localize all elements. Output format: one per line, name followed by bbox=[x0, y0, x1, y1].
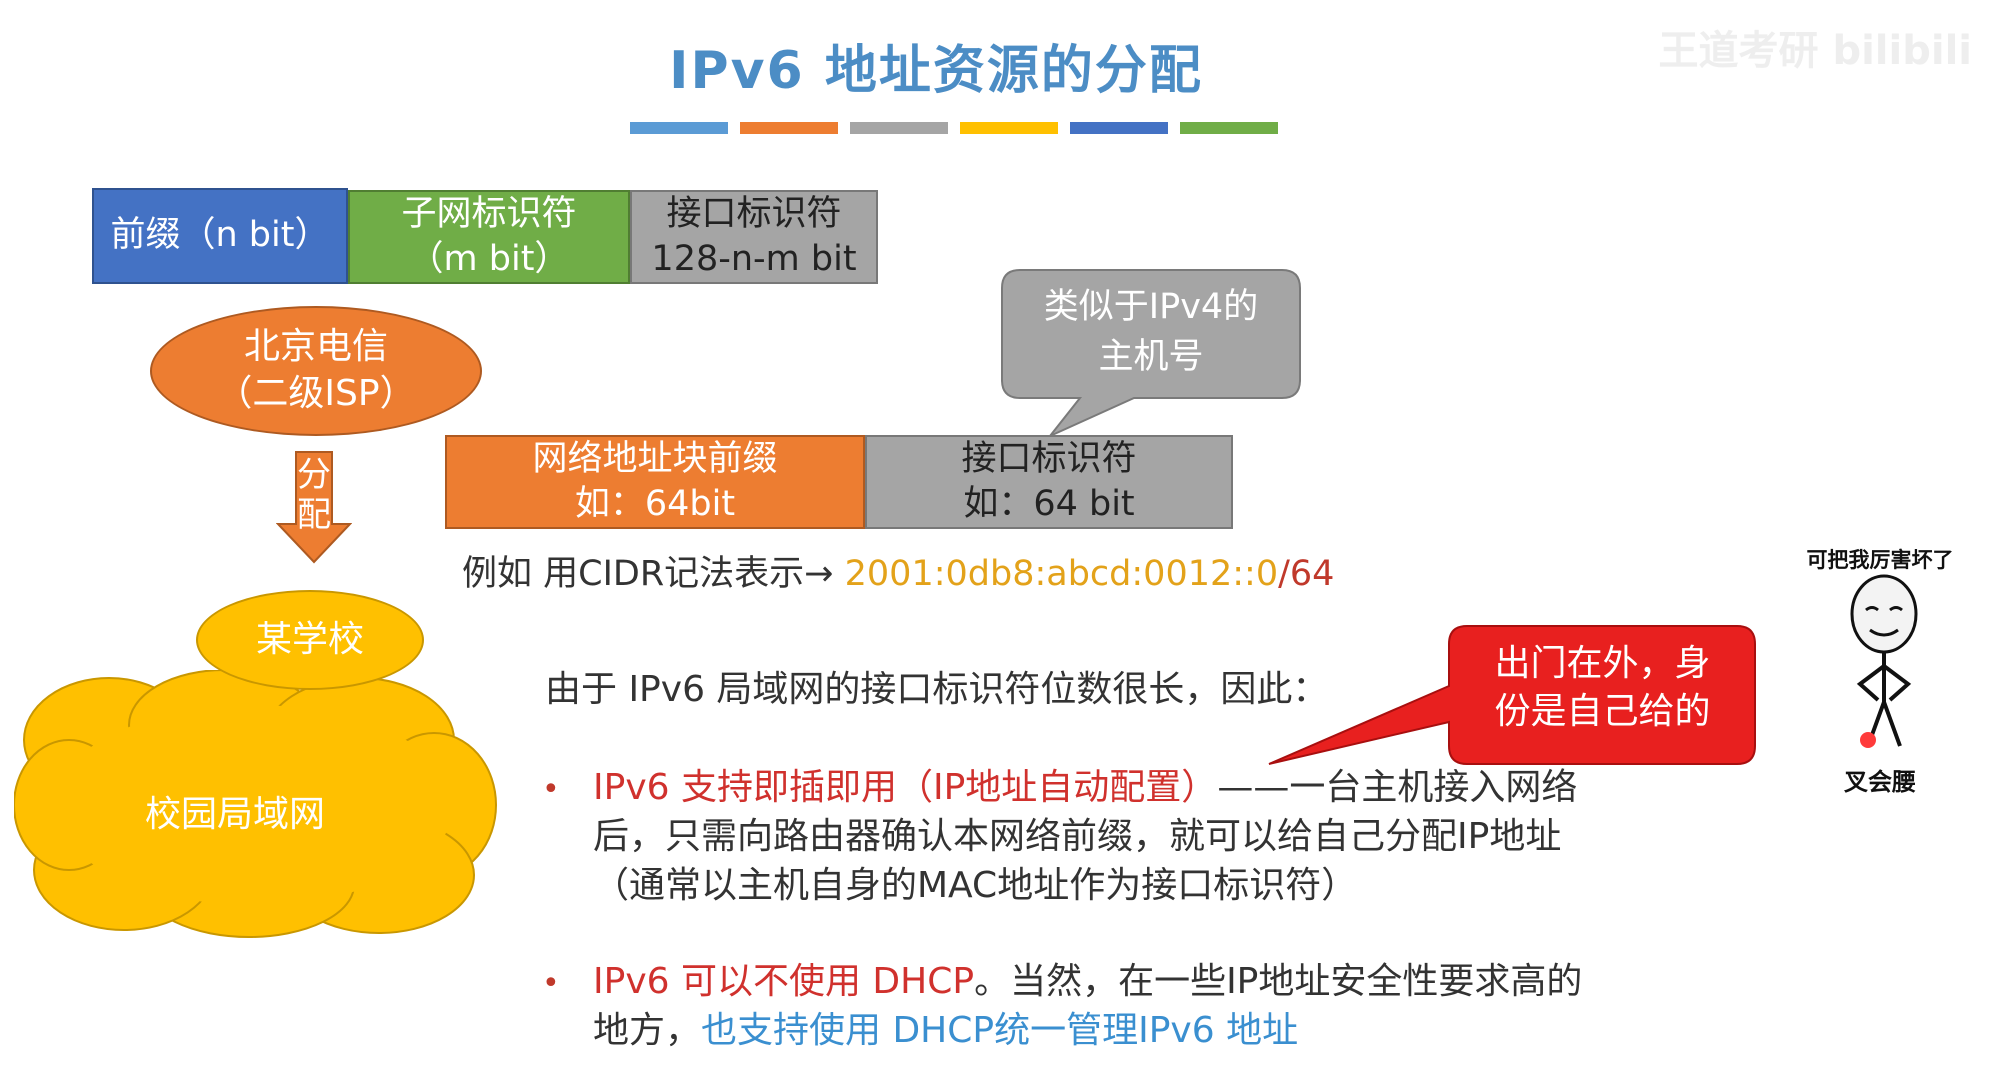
autoconfig-line3: （通常以主机自身的MAC地址作为接口标识符） bbox=[593, 865, 1358, 906]
identity-callout-text: 出门在外，身 份是自己给的 bbox=[1494, 643, 1711, 732]
host-callout-text: 类似于IPv4的 主机号 bbox=[1043, 287, 1259, 377]
autoconfig-rest: ——一台主机接入网络 bbox=[1217, 767, 1578, 808]
arrow-right-icon: → bbox=[804, 554, 834, 594]
meme-stickman-icon bbox=[1850, 574, 1918, 748]
slide-title: IPv6 地址资源的分配 bbox=[669, 41, 1203, 101]
isp-name: 北京电信 bbox=[243, 326, 388, 368]
allocate-arrow-icon bbox=[276, 451, 352, 564]
isp-node: 北京电信 （二级ISP） bbox=[150, 306, 482, 436]
dhcp-highlight: IPv6 可以不使用 DHCP bbox=[593, 961, 975, 1002]
interface-label: 接口标识符 bbox=[666, 193, 842, 234]
dhcp-rest: 。当然，在一些IP地址安全性要求高的 bbox=[974, 961, 1583, 1002]
cidr-example: 例如 用CIDR记法表示→ 2001:0db8:abcd:0012::0/64 bbox=[462, 545, 1334, 596]
interface-id-field: 接口标识符 128-n-m bit bbox=[630, 190, 878, 284]
color-bar-darkblue bbox=[1070, 122, 1168, 134]
color-bar-orange bbox=[740, 122, 838, 134]
meme-top-caption: 可把我厉害坏了 bbox=[1806, 548, 1954, 572]
campus-label: 校园局域网 bbox=[144, 794, 325, 835]
intro-text: 由于 IPv6 局域网的接口标识符位数很长，因此： bbox=[545, 669, 1329, 710]
cidr-prefix-text: 例如 用CIDR记法表示 bbox=[462, 554, 805, 594]
identity-callout-bubble bbox=[1268, 625, 1756, 765]
subnet-label: 子网标识符 bbox=[401, 193, 577, 234]
color-bar-blue bbox=[630, 122, 728, 134]
autoconfig-line2: 后，只需向路由器确认本网络前缀，就可以给自己分配IP地址 bbox=[593, 816, 1562, 857]
bullet-autoconfig: IPv6 支持即插即用（IP地址自动配置）——一台主机接入网络 后，只需向路由器… bbox=[593, 763, 1733, 910]
color-bar-yellow bbox=[960, 122, 1058, 134]
color-bar-gray bbox=[850, 122, 948, 134]
school-node: 某学校 bbox=[196, 590, 424, 690]
cidr-prefix-length: /64 bbox=[1278, 554, 1335, 594]
autoconfig-highlight: IPv6 支持即插即用（IP地址自动配置） bbox=[593, 767, 1218, 808]
interface-id-64-field: 接口标识符 如：64 bit bbox=[865, 435, 1233, 529]
allocate-label: 分 配 bbox=[297, 455, 331, 535]
network-block-bits: 如：64bit bbox=[574, 484, 736, 524]
network-block-prefix-field: 网络地址块前缀 如：64bit bbox=[445, 435, 865, 529]
bullet-dhcp: IPv6 可以不使用 DHCP。当然，在一些IP地址安全性要求高的 地方，也支持… bbox=[593, 957, 1733, 1055]
cidr-address: 2001:0db8:abcd:0012::0 bbox=[844, 554, 1279, 594]
dhcp-line2a: 地方， bbox=[593, 1010, 702, 1051]
bullet-icon: • bbox=[542, 966, 560, 1001]
subnet-bits: （m bit） bbox=[408, 239, 570, 279]
bullet-icon: • bbox=[542, 772, 560, 807]
meme-bottom-caption: 叉会腰 bbox=[1844, 768, 1916, 796]
subnet-id-field: 子网标识符 （m bit） bbox=[348, 190, 630, 284]
prefix-field: 前缀（n bit） bbox=[92, 188, 348, 284]
network-block-label: 网络地址块前缀 bbox=[532, 438, 778, 479]
campus-cloud-icon bbox=[14, 670, 497, 938]
school-label: 某学校 bbox=[255, 618, 364, 660]
interface-bits: 128-n-m bit bbox=[651, 239, 857, 279]
host-callout-bubble bbox=[1001, 269, 1301, 437]
isp-level: （二级ISP） bbox=[216, 373, 416, 414]
interface64-label: 接口标识符 bbox=[961, 438, 1137, 479]
watermark: 王道考研 bilibili bbox=[1658, 28, 1972, 74]
dhcp-line2b: 也支持使用 DHCP统一管理IPv6 地址 bbox=[701, 1010, 1299, 1051]
interface64-bits: 如：64 bit bbox=[963, 484, 1135, 524]
color-bar-green bbox=[1180, 122, 1278, 134]
prefix-label: 前缀（n bit） bbox=[110, 215, 330, 256]
